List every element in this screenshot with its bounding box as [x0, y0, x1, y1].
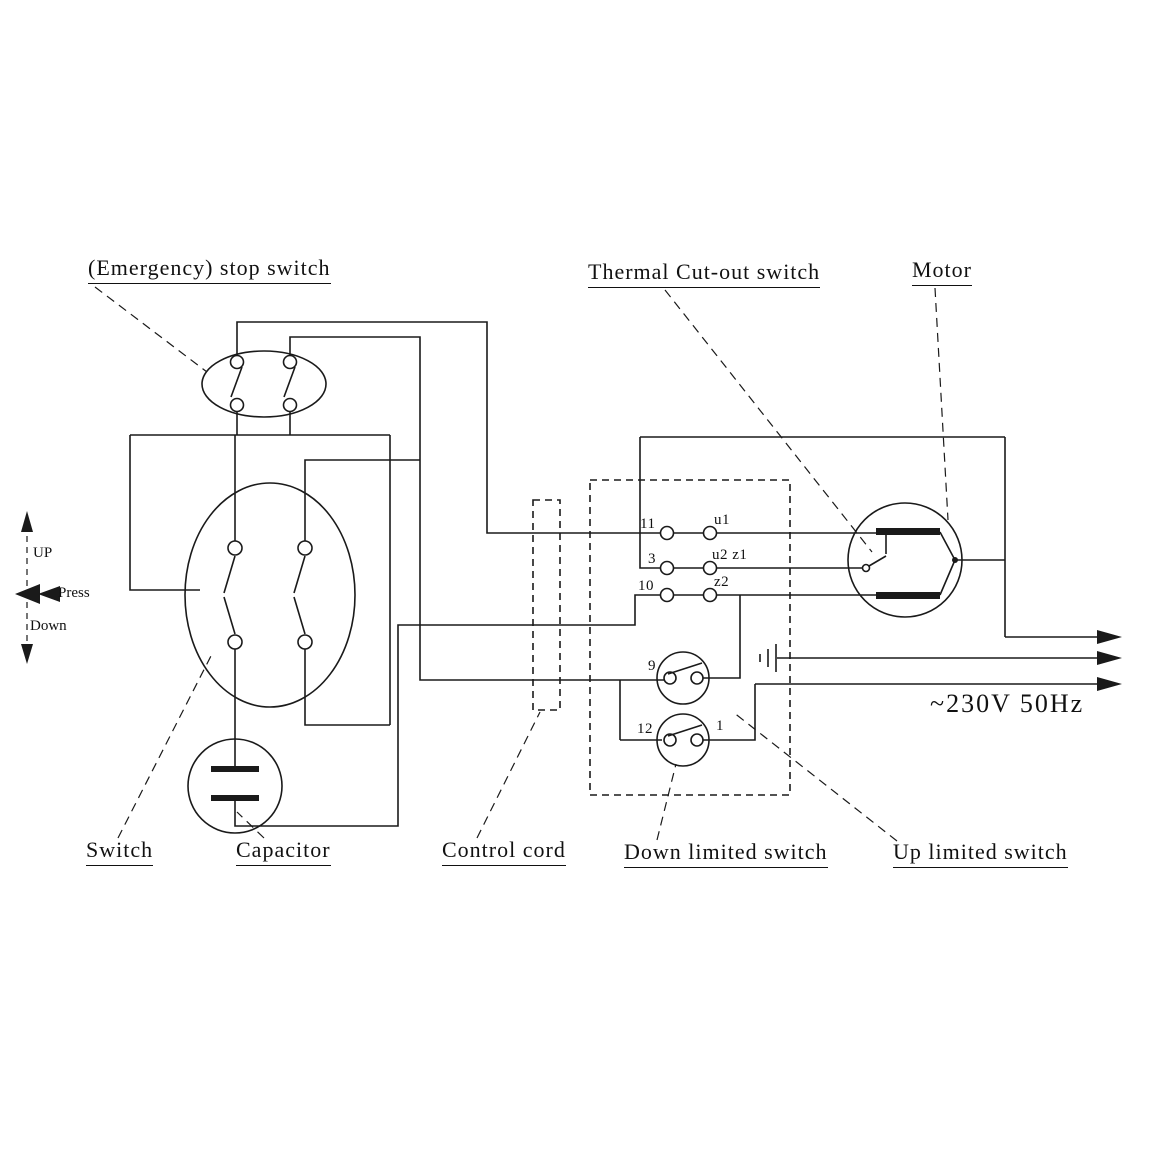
label-wire-z2: z2	[714, 574, 730, 590]
contact-blade	[223, 596, 236, 635]
label-down: Down	[30, 618, 67, 634]
arrow-press-icon	[38, 586, 60, 602]
label-control-cord: Control cord	[442, 837, 566, 867]
leader-thermal	[664, 289, 873, 553]
leader-switch	[117, 651, 214, 839]
label-terminal-12: 12	[637, 721, 653, 737]
label-thermal-cutout-switch: Thermal Cut-out switch	[588, 259, 821, 289]
label-terminal-3: 3	[648, 551, 656, 567]
down-limit-switch-symbol	[656, 713, 710, 767]
label-up: UP	[33, 545, 53, 561]
label-down-limited-switch: Down limited switch	[624, 839, 828, 869]
terminal-row-10	[659, 587, 718, 603]
label-terminal-1: 1	[716, 718, 724, 734]
contact-blade	[283, 366, 296, 398]
direction-indicator	[15, 511, 60, 664]
arrow-up-icon	[21, 511, 33, 532]
label-up-limited-switch: Up limited switch	[893, 839, 1068, 869]
label-motor: Motor	[912, 257, 972, 287]
capacitor-symbol	[187, 738, 283, 834]
label-terminal-11: 11	[640, 516, 656, 532]
leader-emergency	[94, 286, 208, 373]
label-terminal-10: 10	[638, 578, 654, 594]
contact-blade	[223, 555, 236, 594]
terminal-row-11	[659, 525, 718, 541]
terminal-block-box	[589, 479, 791, 796]
label-switch: Switch	[86, 837, 154, 867]
contact-blade	[293, 596, 306, 635]
emergency-stop-switch-symbol	[201, 350, 327, 418]
aux-winding	[876, 592, 940, 599]
ground-symbol	[759, 644, 777, 672]
up-limit-switch-symbol	[656, 651, 710, 705]
contact-blade	[230, 366, 243, 398]
thermal-cutout-contact	[861, 535, 887, 573]
leader-capacitor	[236, 811, 265, 839]
leader-lines	[94, 286, 949, 842]
label-wire-u1: u1	[714, 512, 730, 528]
label-wire-u2z1: u2 z1	[712, 547, 748, 563]
leader-control-cord	[476, 711, 541, 839]
main-switch-symbol	[184, 482, 356, 708]
leader-down-limited	[656, 763, 677, 841]
leader-motor	[934, 287, 949, 521]
contact-blade	[667, 724, 703, 737]
label-emergency-stop-switch: (Emergency) stop switch	[88, 255, 331, 285]
terminal-row-3	[659, 560, 718, 576]
arrow-right-2	[1097, 651, 1122, 665]
label-power-rating: ~230V 50Hz	[930, 689, 1085, 718]
control-cord-box	[532, 499, 561, 711]
arrow-down-icon	[21, 644, 33, 664]
motor-symbol	[847, 502, 1005, 618]
arrow-press-icon	[15, 584, 40, 604]
main-winding	[876, 528, 940, 535]
label-capacitor: Capacitor	[236, 837, 331, 867]
label-press: Press	[58, 585, 90, 601]
wires	[129, 321, 1006, 827]
contact-blade	[667, 662, 703, 675]
power-cord-wires	[755, 630, 1122, 691]
leader-up-limited	[732, 711, 898, 842]
arrow-right-1	[1097, 630, 1122, 644]
contact-blade	[293, 555, 306, 594]
label-terminal-9: 9	[648, 658, 656, 674]
arrow-right-3	[1097, 677, 1122, 691]
